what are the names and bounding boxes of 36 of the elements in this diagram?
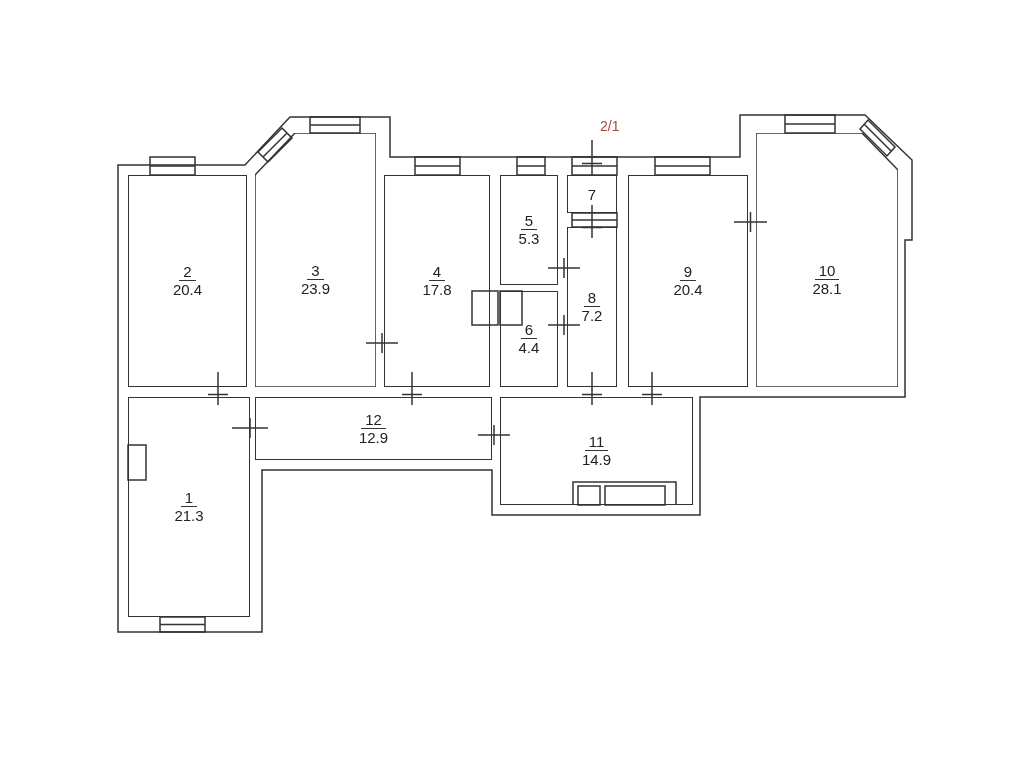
room-number: 10 [814,262,840,280]
room-area: 23.9 [300,280,331,298]
room-area: 20.4 [673,281,703,299]
room-number: 11 [584,433,609,451]
room-area: 28.1 [812,280,842,298]
room [255,397,492,460]
room [500,291,558,387]
room-number: 7 [586,185,598,203]
room-number: 6 [520,321,538,339]
room-area: 7.2 [581,307,603,325]
room [500,175,558,285]
room-number: 1 [180,489,198,507]
room [128,175,247,387]
room-area: 5.3 [518,230,540,248]
room-number: 2 [179,263,196,281]
room-area: 20.4 [172,281,203,299]
room-area: 14.9 [581,451,612,469]
room [384,175,490,387]
room-area: 17.8 [422,281,452,299]
room-number: 5 [520,212,538,230]
room [567,175,617,213]
room [756,133,898,387]
room [255,133,376,387]
room-area: 21.3 [174,507,204,525]
room-number: 12 [361,410,386,429]
room-number: 4 [428,263,446,281]
room-number: 9 [679,263,697,281]
room [567,227,617,387]
room-number: 3 [307,262,324,280]
room-number: 8 [583,289,601,307]
room-area: 12.9 [358,428,389,447]
apartment-number-label: 2/1 [600,118,620,134]
room-area: 4.4 [518,339,540,357]
room [628,175,748,387]
room [128,397,250,617]
room [500,397,693,505]
